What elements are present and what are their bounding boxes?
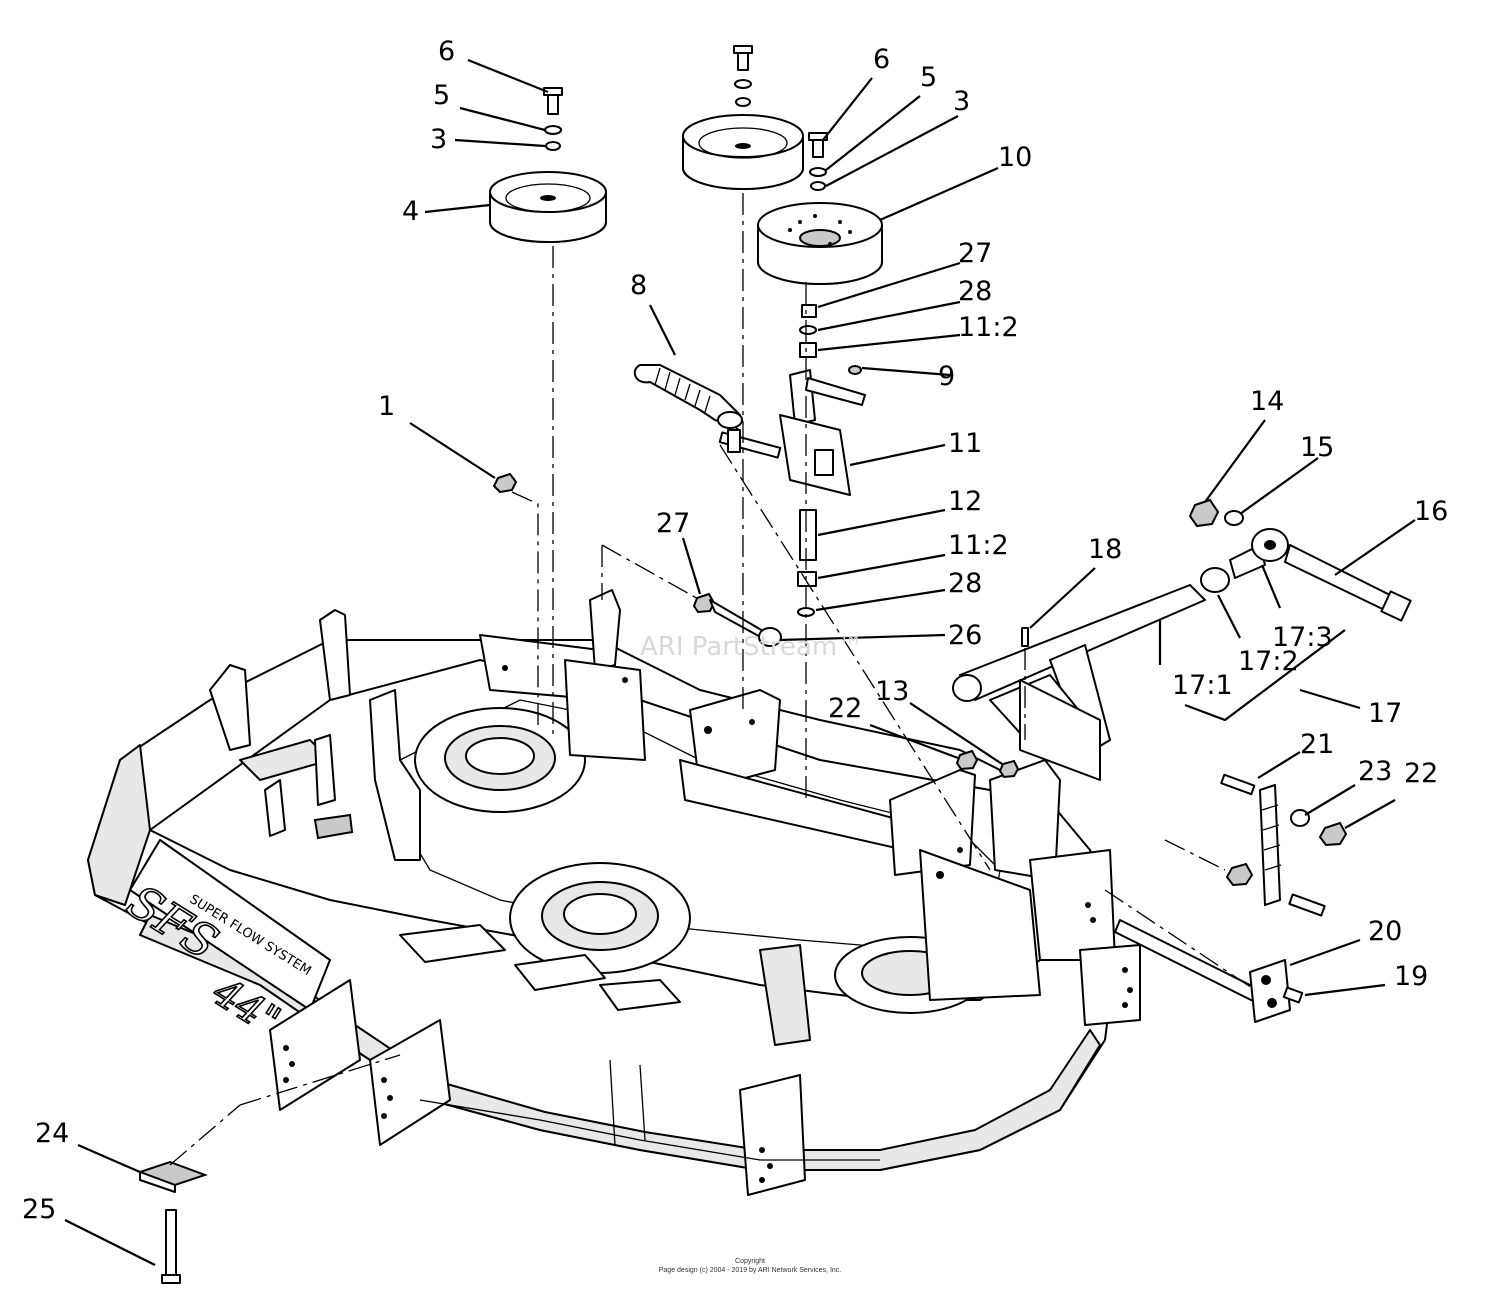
mower-deck	[87, 589, 1141, 1196]
callout-6-right: 6	[873, 44, 890, 75]
callout-8: 8	[630, 270, 647, 301]
callout-15: 15	[1300, 432, 1334, 463]
callout-11-2-lower: 11:2	[948, 530, 1009, 561]
callout-17-2: 17:2	[1238, 646, 1299, 677]
callout-17-3: 17:3	[1272, 622, 1333, 653]
callouts: 6 5 3 4 6 5 3 10 27 28 11:2 9 11 12 11:2…	[22, 36, 1448, 1225]
callout-22-right: 22	[1404, 758, 1438, 789]
callout-3-left: 3	[430, 124, 447, 155]
callout-9: 9	[938, 361, 955, 392]
callout-5-right: 5	[920, 62, 937, 93]
callout-19: 19	[1394, 961, 1428, 992]
footer-page-design: Page design (c) 2004 - 2019 by ARI Netwo…	[658, 1267, 842, 1274]
pulley-4	[489, 171, 607, 243]
center-lines	[169, 193, 1256, 1166]
callout-21: 21	[1300, 729, 1334, 760]
callout-14: 14	[1250, 386, 1284, 417]
callout-11-2-upper: 11:2	[958, 312, 1019, 343]
callout-6-left: 6	[438, 36, 455, 67]
callout-23: 23	[1358, 756, 1392, 787]
callout-20: 20	[1368, 916, 1402, 947]
callout-28-upper: 28	[958, 276, 992, 307]
callout-24: 24	[35, 1118, 69, 1149]
watermark: ARI PartStream™	[640, 632, 863, 662]
callout-27-upper: 27	[958, 238, 992, 269]
callout-28-lower: 28	[948, 568, 982, 599]
callout-27-lower: 27	[656, 508, 690, 539]
pulley-center	[682, 114, 804, 190]
leader-lines	[64, 58, 1416, 1266]
callout-12: 12	[948, 486, 982, 517]
callout-22-center: 22	[828, 693, 862, 724]
callout-16: 16	[1414, 496, 1448, 527]
callout-10: 10	[998, 142, 1032, 173]
pad-24	[136, 1160, 209, 1284]
callout-5-left: 5	[433, 80, 450, 111]
callout-4: 4	[402, 196, 419, 227]
footer-copyright: Copyright	[735, 1258, 765, 1265]
callout-3-right: 3	[953, 86, 970, 117]
hardware	[492, 45, 1029, 779]
callout-1: 1	[378, 391, 395, 422]
lift-assembly	[952, 498, 1412, 1023]
callout-17-1: 17:1	[1172, 670, 1233, 701]
callout-18: 18	[1088, 534, 1122, 565]
callout-26: 26	[948, 620, 982, 651]
callout-11: 11	[948, 428, 982, 459]
callout-13: 13	[875, 676, 909, 707]
spring-8	[633, 364, 743, 431]
pulley-10	[757, 202, 883, 285]
callout-17: 17	[1368, 698, 1402, 729]
callout-25: 25	[22, 1194, 56, 1225]
